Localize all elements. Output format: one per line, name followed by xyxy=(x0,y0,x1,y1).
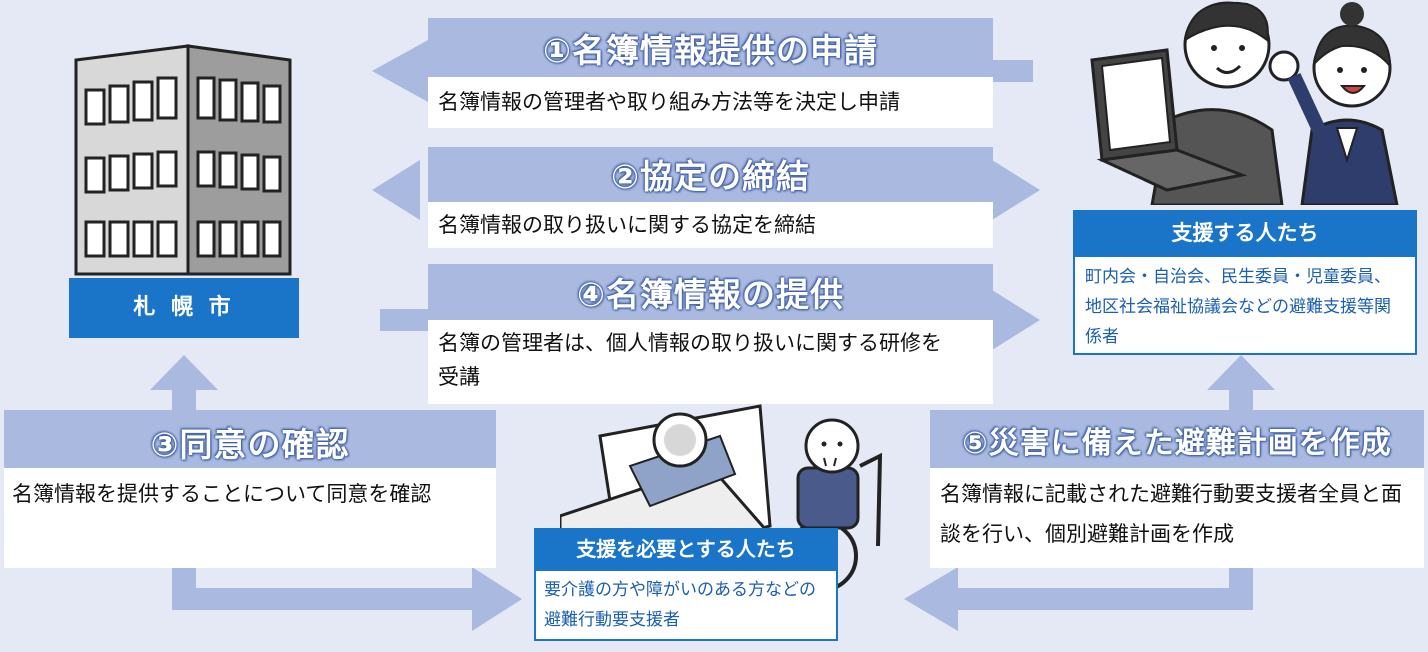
step-4-text: 名簿の管理者は、個人情報の取り扱いに関する研修を受講 xyxy=(428,320,993,404)
step-2-heading: ②協定の締結 xyxy=(611,157,810,196)
two-people-laptop-icon xyxy=(1090,1,1399,205)
office-building-icon xyxy=(74,44,292,276)
recipients-description: 要介護の方や障がいのある方などの避難行動要支援者 xyxy=(534,569,838,641)
step-3-heading: ③同意の確認 xyxy=(150,425,350,464)
helpers-description: 町内会・自治会、民生委員・児童委員、地区社会福祉協議会などの避難支援等関係者 xyxy=(1073,255,1417,355)
step-1-heading: ①名簿情報提供の申請 xyxy=(543,31,878,70)
step-4-heading: ④名簿情報の提供 xyxy=(577,275,844,314)
step-5-text: 名簿情報に記載された避難行動要支援者全員と面談を行い、個別避難計画を作成 xyxy=(930,468,1424,568)
step-5-heading: ⑤災害に備えた避難計画を作成 xyxy=(962,426,1392,461)
helpers-title: 支援する人たち xyxy=(1073,210,1417,256)
step-3-text: 名簿情報を提供することについて同意を確認 xyxy=(4,468,496,568)
step-1-text: 名簿情報の管理者や取り組み方法等を決定し申請 xyxy=(428,77,993,128)
recipients-title: 支援を必要とする人たち xyxy=(534,528,838,570)
city-label: 札 幌 市 xyxy=(69,278,299,338)
step-2-text: 名簿情報の取り扱いに関する協定を締結 xyxy=(428,202,993,248)
